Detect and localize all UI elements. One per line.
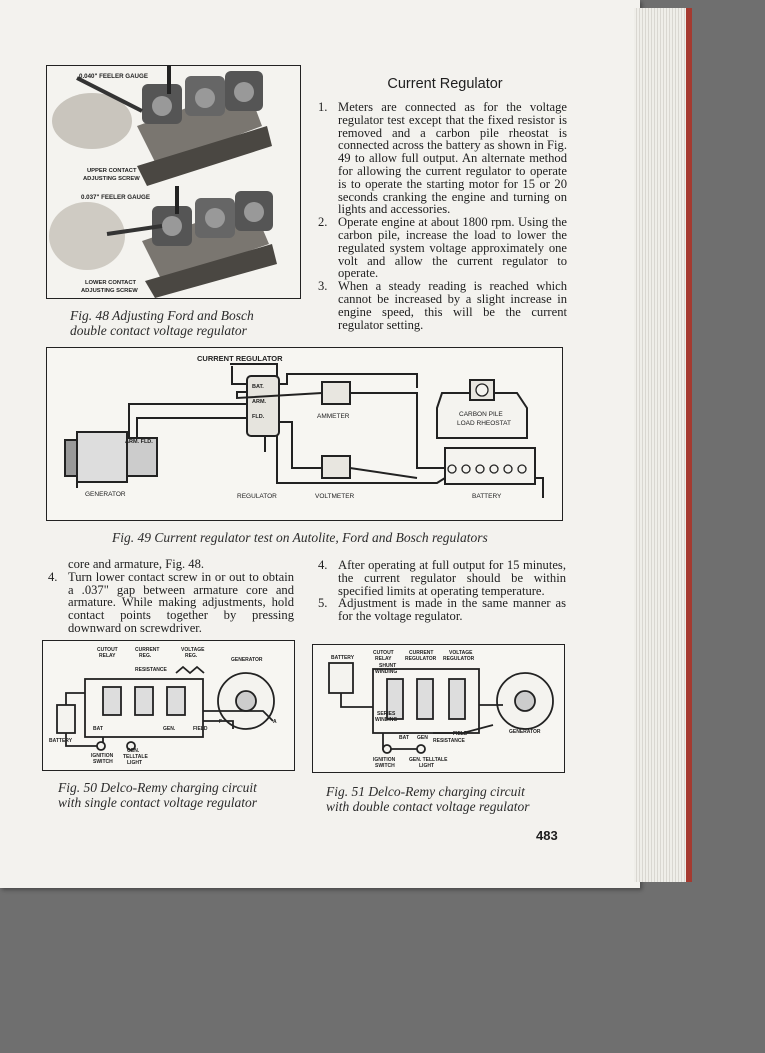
fig51-voltage-label-1: VOLTAGE <box>449 650 473 656</box>
fig51-series-label-1: SERIES <box>377 711 396 717</box>
fig51-diagram: BATTERY CUTOUT RELAY CURRENT REGULATOR V… <box>312 644 565 773</box>
fig50-caption-line2: with single contact voltage regulator <box>58 795 257 810</box>
fig50-cutout-label-2: RELAY <box>99 653 116 659</box>
step-1: 1.Meters are connected as for the voltag… <box>318 100 567 217</box>
fig48-lower-screw-label-2: ADJUSTING SCREW <box>81 288 138 294</box>
fig49-diagram: CURRENT REGULATOR BAT. ARM. FLD. AMMETER… <box>46 347 563 521</box>
fig50-f-label: F <box>219 719 222 725</box>
fig50-telltale-label-1: GEN. <box>127 748 140 754</box>
fig51-bat-label: BAT <box>399 735 409 741</box>
fig48-bottom-gauge-label: 0.037" FEELER GAUGE <box>81 194 150 201</box>
fig48-photo: 0.040" FEELER GAUGE UPPER CONTACT ADJUST… <box>46 65 301 299</box>
fig51-gen-label: GEN <box>417 735 428 741</box>
fig50-voltage-label-1: VOLTAGE <box>181 647 205 653</box>
fig51-current-label-1: CURRENT <box>409 650 433 656</box>
fig50-telltale-label-3: LIGHT <box>127 760 142 766</box>
fig50-telltale-label-2: TELLTALE <box>123 754 148 760</box>
right-step-5: 5.Adjustment is made in the same manner … <box>318 596 566 624</box>
fig49-fld-terminal-label: FLD. <box>252 414 265 420</box>
fig51-series-label-2: WINDING <box>375 717 397 723</box>
right-step-4: 4.After operating at full output for 15 … <box>318 558 566 598</box>
lower-regulator-illustration <box>49 186 277 298</box>
fig48-upper-screw-label-2: ADJUSTING SCREW <box>83 176 140 182</box>
fig49-arm-terminal-label: ARM. <box>252 399 267 405</box>
fig51-cutout-label-2: RELAY <box>375 656 392 662</box>
upper-regulator-illustration <box>52 66 272 186</box>
fig51-ignition-label-1: IGNITION <box>373 757 396 763</box>
fig50-cutout-label-1: CUTOUT <box>97 647 118 653</box>
fig50-voltage-label-2: REG. <box>185 653 198 659</box>
fig51-caption: Fig. 51 Delco-Remy charging circuit with… <box>326 784 566 814</box>
fig50-diagram: CUTOUT RELAY CURRENT REG. VOLTAGE REG. R… <box>42 640 295 771</box>
fig50-battery-label: BATTERY <box>49 738 73 744</box>
fig50-current-label-1: CURRENT <box>135 647 159 653</box>
page-edge-stack <box>634 8 692 882</box>
fig51-shunt-label-1: SHUNT <box>379 663 396 669</box>
fig50-ignition-label-1: IGNITION <box>91 753 114 759</box>
step-2: 2.Operate engine at about 1800 rpm. Usin… <box>318 215 567 281</box>
fig49-caption: Fig. 49 Current regulator test on Autoli… <box>112 530 488 545</box>
fig48-lower-screw-label-1: LOWER CONTACT <box>85 280 137 286</box>
fig51-telltale-label-1: GEN. TELLTALE <box>409 757 448 763</box>
fig51-resistance-label: RESISTANCE <box>433 738 466 744</box>
fig51-caption-line2: with double contact voltage regulator <box>326 799 530 814</box>
fig50-generator-label: GENERATOR <box>231 657 263 663</box>
fig51-field-label: FIELD <box>453 731 468 737</box>
fig51-voltage-label-2: REGULATOR <box>443 656 475 662</box>
fig51-cutout-label-1: CUTOUT <box>373 650 394 656</box>
fig51-caption-line1: Fig. 51 Delco-Remy charging circuit <box>326 784 525 799</box>
right-column-text-2: 4.After operating at full output for 15 … <box>318 559 566 623</box>
fig51-shunt-label-2: WINDING <box>375 669 397 675</box>
fig48-upper-screw-label-1: UPPER CONTACT <box>87 168 137 174</box>
fig49-voltmeter-label: VOLTMETER <box>315 493 355 500</box>
fig49-arm-fld-label: ARM. FLD. <box>125 439 153 445</box>
fig51-current-label-2: REGULATOR <box>405 656 437 662</box>
fig51-battery-label: BATTERY <box>331 655 355 661</box>
fig49-battery-label: BATTERY <box>472 493 502 500</box>
fig50-resistance-label: RESISTANCE <box>135 667 168 673</box>
fig50-ignition-label-2: SWITCH <box>93 759 113 765</box>
fig50-gen-label: GEN. <box>163 726 176 732</box>
page-number: 483 <box>536 828 558 843</box>
fig48-caption-line2: double contact voltage regulator <box>70 323 247 338</box>
left-continuation: core and armature, Fig. 48. <box>68 557 205 571</box>
fig50-caption: Fig. 50 Delco-Remy charging circuit with… <box>58 780 298 810</box>
fig50-bat-label: BAT <box>93 726 103 732</box>
fig51-generator-label: GENERATOR <box>509 729 541 735</box>
left-step-4: 4.Turn lower contact screw in or out to … <box>48 569 294 635</box>
right-column-steps: 1.Meters are connected as for the voltag… <box>318 101 567 331</box>
left-column-text: core and armature, Fig. 48. 4.Turn lower… <box>48 558 294 635</box>
fig50-current-label-2: REG. <box>139 653 152 659</box>
fig49-regulator-label: REGULATOR <box>237 493 277 500</box>
fig51-telltale-label-2: LIGHT <box>419 763 434 769</box>
fig48-caption: Fig. 48 Adjusting Ford and Bosch double … <box>70 308 300 338</box>
fig49-bat-terminal-label: BAT. <box>252 384 264 390</box>
fig48-top-gauge-label: 0.040" FEELER GAUGE <box>79 73 148 80</box>
section-heading: Current Regulator <box>387 76 503 92</box>
fig49-current-regulator-label: CURRENT REGULATOR <box>197 354 283 363</box>
fig50-a-label: A <box>273 719 277 725</box>
fig50-field-label: FIELD <box>193 726 208 732</box>
fig49-ammeter-label: AMMETER <box>317 413 350 420</box>
fig49-carbon-pile-label-1: CARBON PILE <box>459 411 503 418</box>
fig48-caption-line1: Fig. 48 Adjusting Ford and Bosch <box>70 308 254 323</box>
fig49-generator-label: GENERATOR <box>85 491 126 498</box>
fig51-ignition-label-2: SWITCH <box>375 763 395 769</box>
fig49-carbon-pile-label-2: LOAD RHEOSTAT <box>457 420 511 427</box>
step-3: 3.When a steady reading is reached which… <box>318 279 567 332</box>
fig50-caption-line1: Fig. 50 Delco-Remy charging circuit <box>58 780 257 795</box>
